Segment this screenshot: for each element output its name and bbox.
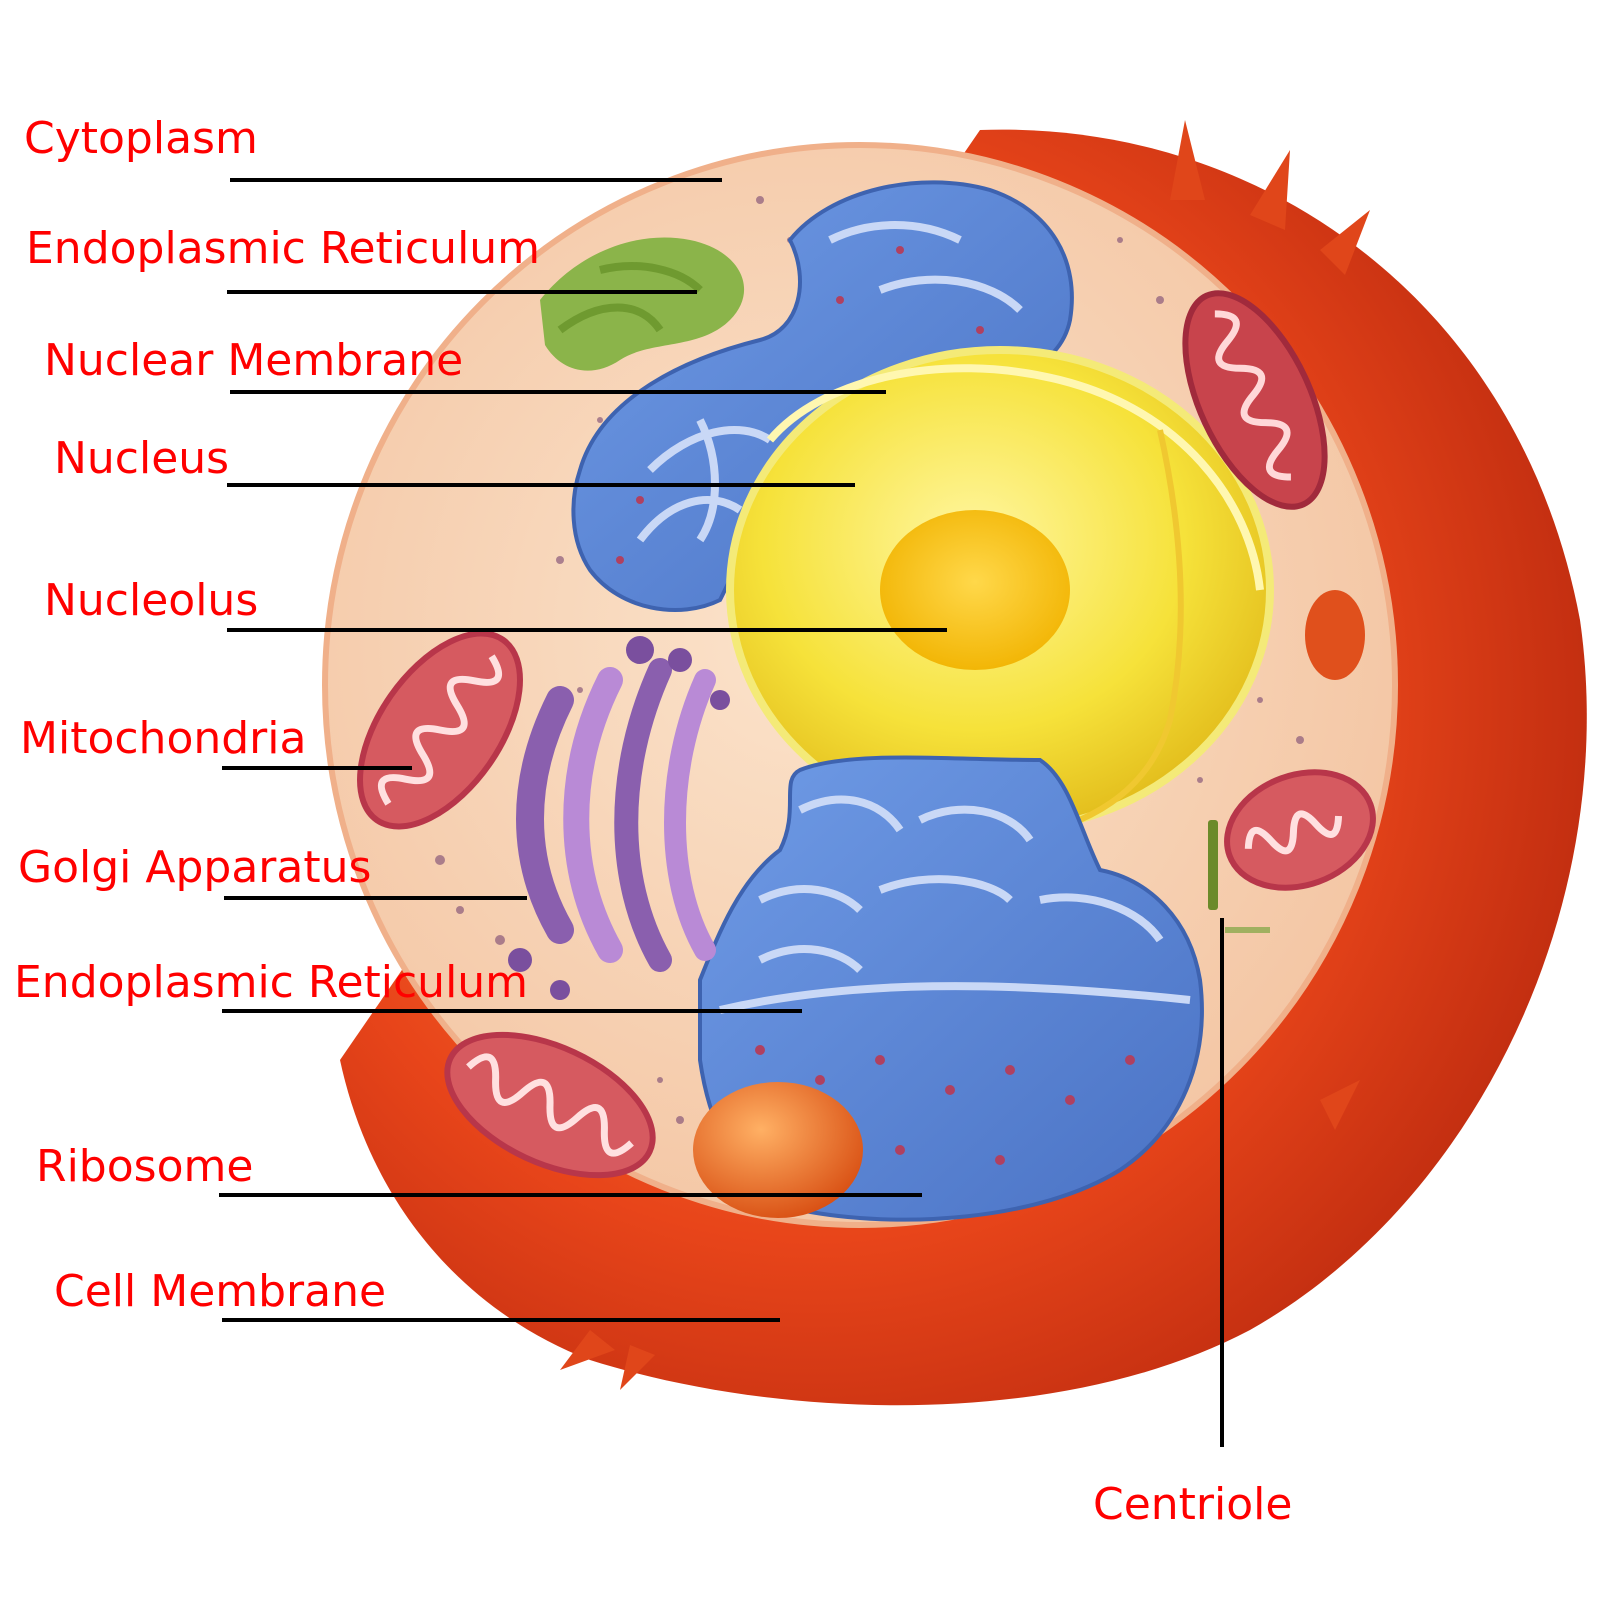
label-nucleolus: Nucleolus bbox=[44, 575, 259, 626]
golgi-vesicles bbox=[508, 636, 730, 1000]
membrane-projections bbox=[560, 120, 1370, 1390]
rough-er-bottom-folds bbox=[719, 795, 1191, 1014]
mitochondrion-left bbox=[357, 630, 523, 830]
smooth-er-shape bbox=[540, 237, 745, 371]
ribosome-dots-on-er bbox=[616, 246, 1135, 1165]
nucleolus-shape bbox=[880, 510, 1070, 670]
label-mitochondria: Mitochondria bbox=[20, 713, 307, 764]
label-nuclear-membrane: Nuclear Membrane bbox=[44, 335, 464, 386]
label-centriole: Centriole bbox=[1093, 1479, 1293, 1530]
label-ribosome: Ribosome bbox=[36, 1141, 254, 1192]
ribosome-shape bbox=[693, 1082, 863, 1218]
mitochondrion-right-top bbox=[1182, 290, 1328, 510]
lysosome-shape bbox=[1305, 590, 1365, 680]
label-er-top: Endoplasmic Reticulum bbox=[26, 223, 541, 274]
centriole-shape bbox=[1208, 820, 1270, 933]
mitochondrion-right-bottom bbox=[1224, 769, 1376, 891]
golgi-apparatus-shape bbox=[516, 658, 716, 972]
mitochondrion-bottom bbox=[444, 1031, 656, 1179]
label-cell-membrane: Cell Membrane bbox=[54, 1266, 387, 1317]
label-er-bottom: Endoplasmic Reticulum bbox=[14, 957, 529, 1008]
label-golgi-apparatus: Golgi Apparatus bbox=[18, 842, 372, 893]
label-cytoplasm: Cytoplasm bbox=[24, 113, 258, 164]
label-nucleus: Nucleus bbox=[54, 433, 230, 484]
leader-lines bbox=[219, 178, 1224, 1447]
